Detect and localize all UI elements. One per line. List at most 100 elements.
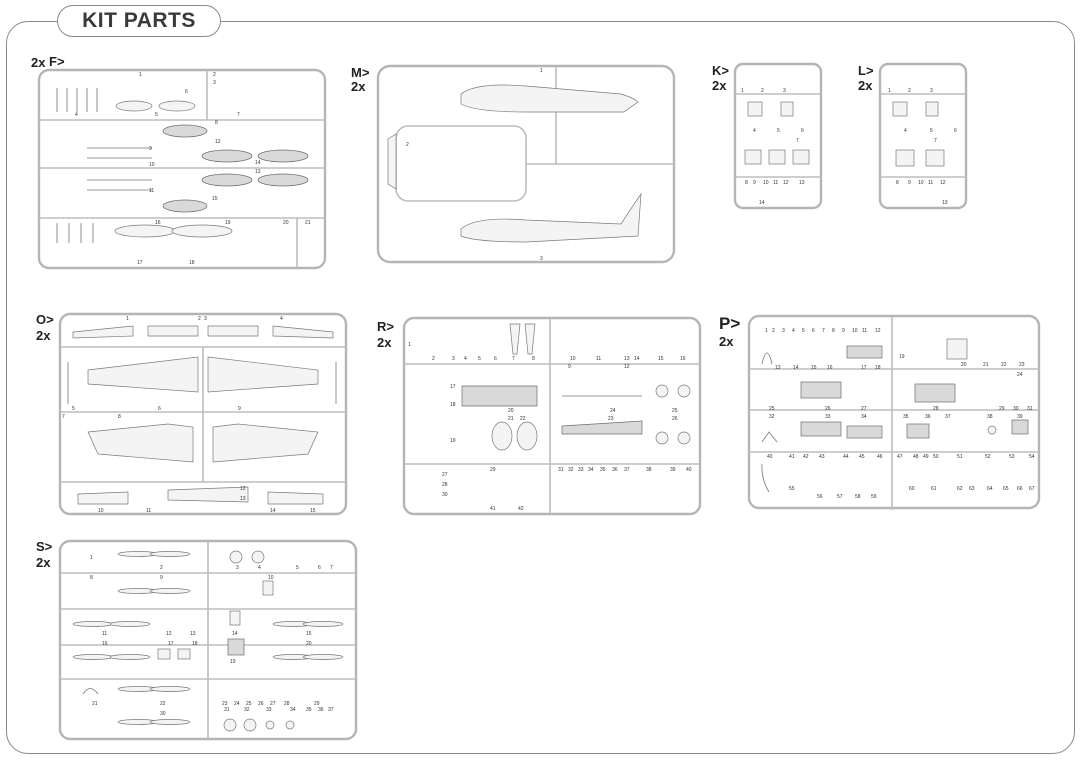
sprue-s-part-number: 2 (160, 565, 163, 571)
sprue-p-part-number: 11 (862, 328, 867, 334)
sprue-r-part-number: 42 (518, 506, 524, 512)
sprue-r-part-number: 39 (670, 467, 676, 473)
sprue-s-part-number: 6 (318, 565, 321, 571)
sprue-f-part-number: 11 (149, 188, 154, 194)
sprue-s-part-number: 21 (92, 701, 98, 707)
sprue-p-part-number: 53 (1009, 454, 1015, 460)
sprue-p-part-number: 10 (852, 328, 858, 334)
sprue-r-part-number: 15 (658, 356, 664, 362)
sprue-p-part-number: 13 (775, 365, 781, 371)
sprue-f-part-number: 13 (255, 169, 261, 175)
sprue-s: 1 2 3 4 5 6 7 8 9 10 11 12 13 14 15 16 1… (58, 539, 358, 741)
sprue-k-part-number: 9 (753, 180, 756, 186)
sprue-k-part-number: 4 (753, 128, 756, 134)
sprue-r-part-number: 31 (558, 467, 564, 473)
sprue-k-part-number: 10 (763, 180, 769, 186)
sprue-p-part-number: 51 (957, 454, 963, 460)
sprue-r-part-number: 23 (608, 416, 614, 422)
sprue-f-part-number: 2 (213, 72, 216, 78)
sprue-s-part-number: 3 (236, 565, 239, 571)
sprue-p-part-number: 3 (782, 328, 785, 334)
sprue-s-part-number: 19 (230, 659, 236, 665)
sprue-o-part-number: 14 (270, 508, 276, 514)
sprue-m-part-number: 1 (540, 68, 543, 74)
sprue-p-part-number: 14 (793, 365, 799, 371)
sprue-f-part-number: 10 (149, 162, 155, 168)
sprue-f-part-number: 9 (149, 146, 152, 152)
sprue-l-drawing: 1 2 3 4 5 6 7 8 9 10 11 12 13 (878, 62, 968, 210)
sprue-l-part-number: 12 (940, 180, 946, 186)
sprue-l: 1 2 3 4 5 6 7 8 9 10 11 12 13 (878, 62, 968, 210)
sprue-m: 1 2 3 (376, 64, 676, 264)
sprue-s-part-number: 26 (258, 701, 264, 707)
sprue-p-part-number: 50 (933, 454, 939, 460)
sprue-s-part-number: 17 (168, 641, 174, 647)
sprue-f-part-number: 1 (139, 72, 142, 78)
sprue-p-part-number: 12 (875, 328, 881, 334)
sprue-s-part-number: 4 (258, 565, 261, 571)
sprue-k-part-number: 8 (745, 180, 748, 186)
sprue-f-part-number: 17 (137, 260, 143, 266)
sprue-p-part-number: 25 (769, 406, 775, 412)
sprue-r-count: 2x (377, 335, 392, 350)
sprue-s-part-number: 28 (284, 701, 290, 707)
sprue-p-part-number: 7 (822, 328, 825, 334)
sprue-r-part-number: 1 (408, 342, 411, 348)
sprue-o-part-number: 9 (238, 406, 241, 412)
sprue-l-part-number: 11 (928, 180, 933, 186)
sprue-o-part-number: 15 (310, 508, 316, 514)
sprue-o-part-number: 10 (98, 508, 104, 514)
sprue-o-part-number: 13 (240, 496, 246, 502)
sprue-k-part-number: 2 (761, 88, 764, 94)
sprue-s-part-number: 1 (90, 555, 93, 561)
sprue-p-part-number: 33 (825, 414, 831, 420)
sprue-r-part-number: 16 (680, 356, 686, 362)
sprue-r-part-number: 41 (490, 506, 496, 512)
sprue-p-part-number: 49 (923, 454, 929, 460)
sprue-r-part-number: 33 (578, 467, 584, 473)
sprue-r-part-number: 7 (512, 356, 515, 362)
sprue-s-part-number: 25 (246, 701, 252, 707)
sprue-f-part-number: 8 (215, 120, 218, 126)
sprue-f-part-number: 14 (255, 160, 261, 166)
sprue-s-part-number: 37 (328, 707, 334, 713)
sprue-f-part-number: 18 (189, 260, 195, 266)
sprue-p-part-number: 35 (903, 414, 909, 420)
sprue-p-part-number: 59 (871, 494, 877, 500)
sprue-r-part-number: 8 (532, 356, 535, 362)
sprue-s-part-number: 32 (244, 707, 250, 713)
sprue-r-part-number: 13 (624, 356, 630, 362)
sprue-p-part-number: 48 (913, 454, 919, 460)
sprue-p-part-number: 2 (772, 328, 775, 334)
sprue-o-part-number: 1 (126, 316, 129, 322)
sprue-k: 1 2 3 4 5 6 7 8 9 10 11 12 13 14 (733, 62, 823, 210)
sprue-p-part-number: 63 (969, 486, 975, 492)
sprue-s-count: 2x (36, 555, 51, 570)
sprue-s-part-number: 36 (318, 707, 324, 713)
sprue-p-part-number: 42 (803, 454, 809, 460)
sprue-p-part-number: 61 (931, 486, 937, 492)
sprue-p-part-number: 15 (811, 365, 817, 371)
sprue-o-part-number: 8 (118, 414, 121, 420)
sprue-p-part-number: 23 (1019, 362, 1025, 368)
sprue-k-part-number: 14 (759, 200, 765, 206)
sprue-o-part-number: 6 (158, 406, 161, 412)
sprue-p-part-number: 4 (792, 328, 795, 334)
sprue-p-part-number: 31 (1027, 406, 1033, 412)
page-title: KIT PARTS (57, 5, 221, 37)
sprue-r: 1 2 3 4 5 6 7 8 9 10 11 12 13 14 15 16 1… (402, 316, 702, 516)
sprue-r-part-number: 12 (624, 364, 630, 370)
sprue-p-part-number: 16 (827, 365, 833, 371)
sprue-l-part-number: 3 (930, 88, 933, 94)
sprue-p-part-number: 27 (861, 406, 867, 412)
sprue-s-part-number: 29 (314, 701, 320, 707)
sprue-o-part-number: 5 (72, 406, 75, 412)
sprue-s-part-number: 34 (290, 707, 296, 713)
sprue-p-part-number: 32 (769, 414, 775, 420)
sprue-p-part-number: 58 (855, 494, 861, 500)
sprue-r-part-number: 40 (686, 467, 692, 473)
sprue-o: 1 2 3 4 5 6 7 8 9 10 11 12 13 14 15 (58, 312, 348, 516)
sprue-s-part-number: 5 (296, 565, 299, 571)
sprue-k-part-number: 13 (799, 180, 805, 186)
sprue-p-part-number: 39 (1017, 414, 1023, 420)
